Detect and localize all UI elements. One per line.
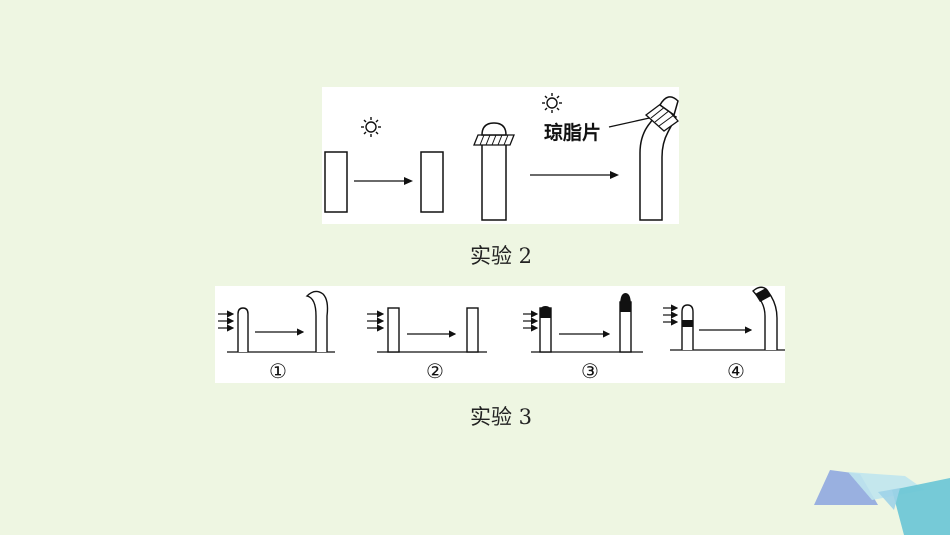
step-label-1: ① (269, 359, 287, 383)
opaque-cap (540, 306, 551, 318)
arrow-right (354, 177, 413, 185)
experiment-3-caption: 实验 3 (469, 405, 533, 429)
step-label-4: ④ (727, 359, 745, 383)
step-label-3: ③ (581, 359, 599, 383)
sun-icon (361, 117, 381, 137)
coleoptile-tip (481, 122, 507, 136)
experiment-3-drawing (218, 286, 785, 353)
agar-block (644, 102, 679, 132)
coleoptile-bent (639, 108, 678, 221)
opaque-band (755, 288, 771, 302)
agar-leader-line (608, 116, 655, 128)
coleoptile-cut (387, 307, 400, 353)
agar-block (473, 134, 515, 146)
sun-icon (542, 93, 562, 113)
experiment-2-diagram: 琼脂片 (322, 87, 679, 224)
experiment-3-step-2 (367, 307, 487, 353)
coleoptile-with-agar (481, 141, 507, 221)
light-arrows (663, 304, 679, 326)
coleoptile-tip (659, 96, 679, 117)
light-arrows (218, 310, 235, 332)
corner-decoration (814, 470, 950, 535)
coleoptile-straight (681, 304, 694, 350)
coleoptile-cut (466, 307, 479, 353)
coleoptile-cut (420, 151, 444, 213)
coleoptile-straight (237, 307, 249, 352)
agar-label: 琼脂片 (544, 122, 602, 144)
arrow-right (530, 171, 619, 179)
experiment-3-step-4 (663, 286, 785, 351)
coleoptile-straight (324, 151, 348, 213)
experiment-3-step-3 (523, 293, 643, 353)
light-arrows (367, 310, 385, 332)
opaque-cap (620, 293, 631, 312)
experiment-2-drawing (324, 93, 679, 221)
coleoptile-bent (752, 286, 778, 350)
opaque-band (682, 320, 693, 327)
light-arrows (523, 310, 539, 332)
experiment-3-step-1 (218, 290, 335, 353)
experiment-2-caption: 实验 2 (469, 244, 533, 268)
experiment-3-diagram: ① ② ③ ④ (215, 286, 785, 383)
coleoptile-bent (305, 290, 329, 352)
step-label-2: ② (426, 359, 444, 383)
